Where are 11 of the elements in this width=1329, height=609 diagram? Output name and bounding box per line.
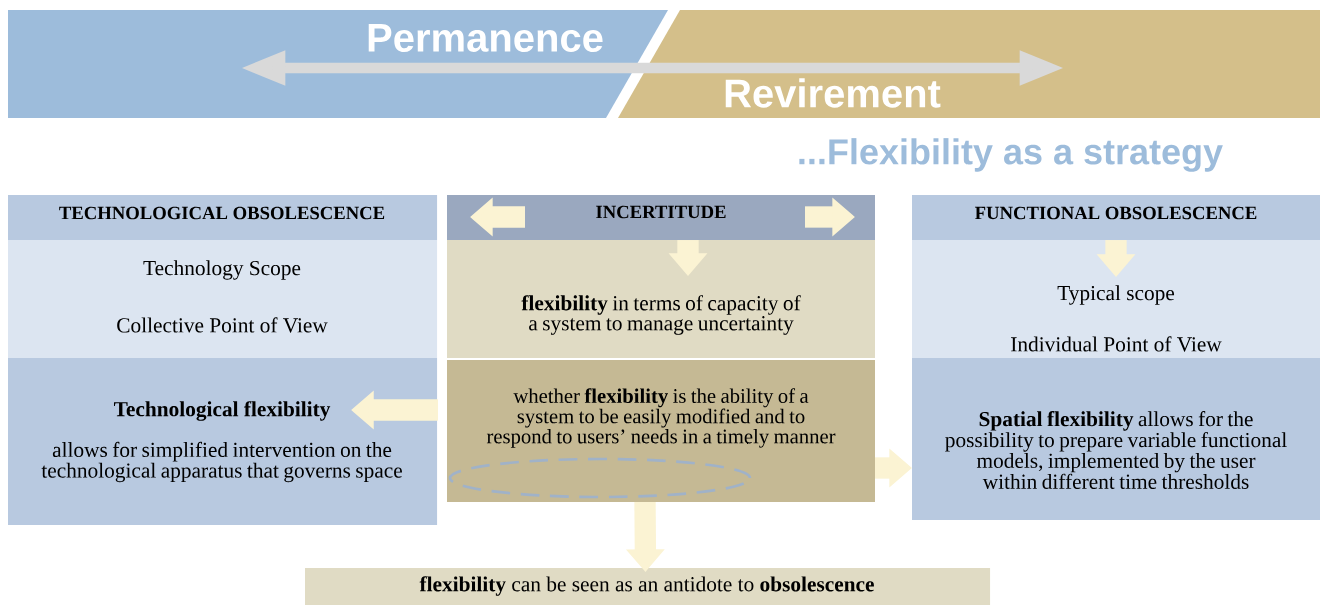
header-box: TECHNOLOGICAL OBSOLESCENCE <box>8 195 438 241</box>
text-box: Typical scope Individual Point of View <box>912 240 1320 358</box>
text-box: flexibility can be seen as an antidote to obsolescence <box>305 568 991 606</box>
heading: ...Flexibility as a strategy <box>799 138 1223 172</box>
text-box: Technological flexibility allows for simplified intervention on the technological apparatus that governs space <box>8 358 438 525</box>
text-box: Technology Scope Collective Point of View <box>8 240 438 358</box>
dashed-ellipse <box>448 457 752 499</box>
text-box: Spatial flexibility allows for the possibility to prepare variable functional models, implemented by the user within different time thresholds <box>912 358 1320 520</box>
text-box: flexibility in terms of capacity of a system to manage uncertainty <box>447 240 875 358</box>
header-box: FUNCTIONAL OBSOLESCENCE <box>912 195 1320 241</box>
text-box: whether flexibility is the ability of a system to be easily modified and to respond to users’ needs in a timely manner <box>447 360 875 502</box>
